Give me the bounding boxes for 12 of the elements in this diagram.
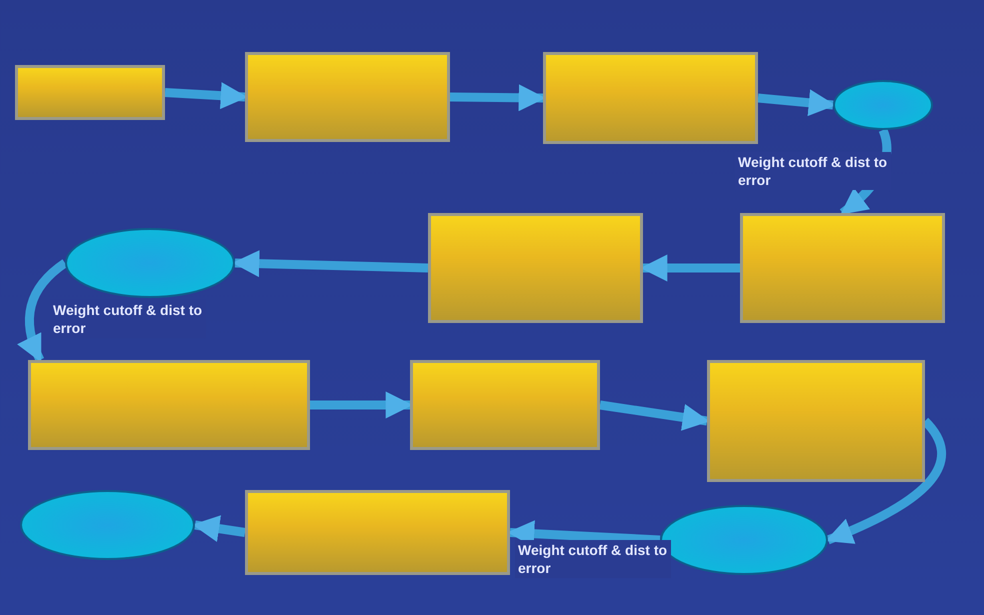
edge-label: Weight cutoff & dist to error xyxy=(515,540,671,578)
process-box xyxy=(543,52,758,144)
process-box xyxy=(707,360,925,482)
process-box xyxy=(245,490,510,575)
arrow xyxy=(826,418,946,544)
process-box xyxy=(245,52,450,142)
process-box xyxy=(740,213,945,323)
process-box xyxy=(28,360,310,450)
process-box xyxy=(428,213,643,323)
edge-label: Weight cutoff & dist to error xyxy=(735,152,891,190)
process-box xyxy=(410,360,600,450)
process-box xyxy=(15,65,165,120)
